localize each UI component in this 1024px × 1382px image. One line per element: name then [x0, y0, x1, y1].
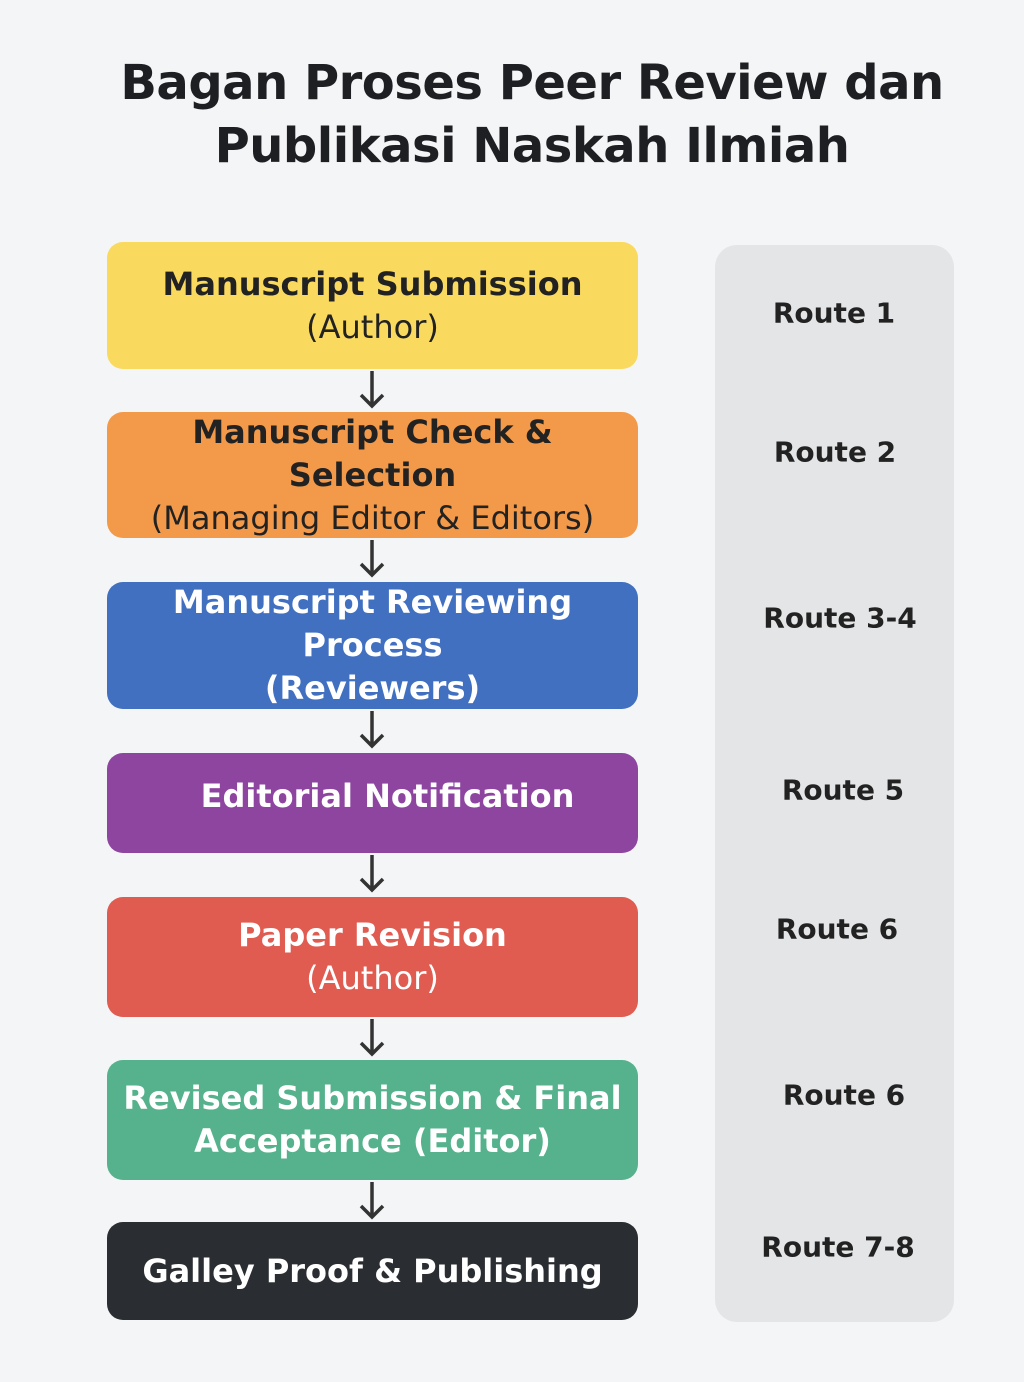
title-line-2: Publikasi Naskah Ilmiah — [214, 118, 850, 174]
arrow-down-icon — [359, 711, 385, 749]
step-galley-publishing: Galley Proof & Publishing — [107, 1222, 638, 1320]
step-role: (Managing Editor & Editors) — [150, 498, 595, 537]
step-submission: Manuscript Submission (Author) — [107, 242, 638, 369]
step-paper-revision: Paper Revision (Author) — [107, 897, 638, 1017]
step-title: Editorial Notification — [200, 776, 575, 815]
diagram-title: Bagan Proses Peer Review dan Publikasi N… — [0, 52, 1024, 178]
routes-panel — [715, 245, 954, 1322]
step-title: Manuscript Reviewing Process — [172, 583, 573, 664]
step-role: Acceptance (Editor) — [194, 1122, 551, 1160]
title-line-1: Bagan Proses Peer Review dan — [120, 55, 944, 111]
arrow-down-icon — [359, 1019, 385, 1057]
step-check-selection: Manuscript Check & Selection (Managing E… — [107, 412, 638, 538]
arrow-down-icon — [359, 371, 385, 409]
arrow-down-icon — [359, 1182, 385, 1220]
route-label: Route 1 — [772, 296, 896, 330]
step-final-acceptance: Revised Submission & Final Acceptance (E… — [107, 1060, 638, 1180]
route-label: Route 3-4 — [763, 601, 917, 635]
arrow-down-icon — [359, 540, 385, 578]
step-title: Manuscript Submission — [162, 264, 583, 303]
route-label: Route 7-8 — [761, 1230, 915, 1264]
route-label: Route 2 — [773, 435, 897, 469]
step-title: Revised Submission & Final — [123, 1079, 622, 1117]
step-title: Paper Revision — [238, 916, 507, 954]
step-title: Galley Proof & Publishing — [142, 1251, 603, 1290]
step-editorial-notification: Editorial Notification — [107, 753, 638, 853]
step-reviewing: Manuscript Reviewing Process (Reviewers) — [107, 582, 638, 709]
arrow-down-icon — [359, 855, 385, 893]
step-title: Manuscript Check & Selection — [192, 412, 553, 494]
step-role: (Author) — [306, 307, 439, 346]
route-label: Route 5 — [781, 773, 905, 807]
step-role: (Author) — [306, 959, 439, 997]
route-label: Route 6 — [775, 912, 899, 946]
route-label: Route 6 — [782, 1078, 906, 1112]
step-role: (Reviewers) — [264, 669, 481, 707]
